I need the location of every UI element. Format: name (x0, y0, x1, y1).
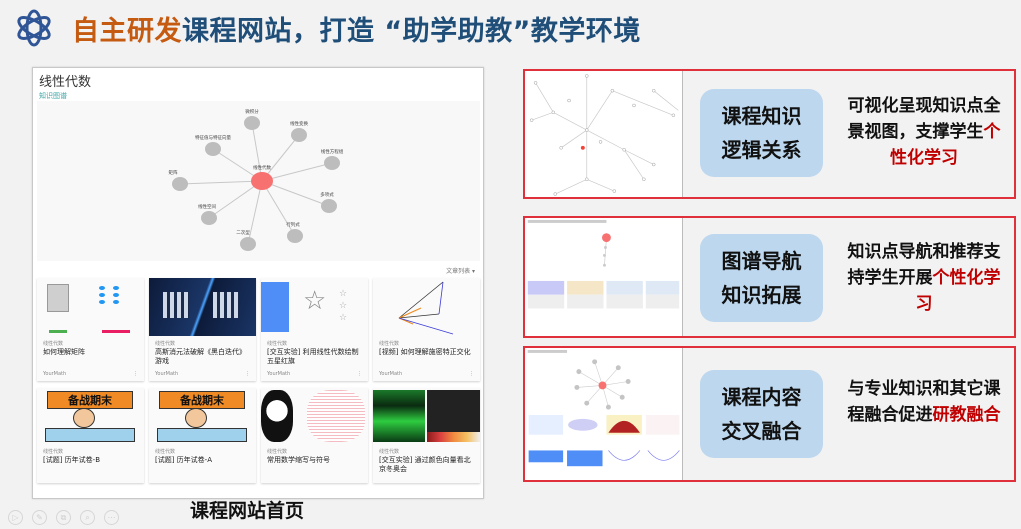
highlight-text: 个性化学习 (915, 268, 1001, 314)
card-title[interactable]: [交互实验] 利用线性代数绘制五星红旗 (267, 348, 359, 365)
svg-text:线性方程组: 线性方程组 (321, 148, 344, 155)
svg-text:微积分: 微积分 (245, 108, 259, 115)
star-thumbnail: ☆ ☆☆☆ (261, 278, 368, 336)
card-title[interactable]: 高斯消元法破解《黑白迭代》游戏 (155, 348, 246, 365)
article-card[interactable]: 线性代数 高斯消元法破解《黑白迭代》游戏 YourMath⋮ (149, 278, 256, 381)
full-knowledge-graph-screenshot (525, 71, 683, 197)
course-title: 线性代数 (39, 75, 92, 90)
title-main: 课程网站，打造 “助学助教”教学环境 (182, 15, 641, 47)
exam-thumbnail: 备战期末 (37, 388, 144, 444)
feature-description: 可视化呈现知识点全景视图，支撑学生个性化学习 (847, 96, 1001, 168)
list-view-toggle[interactable]: 文章列表 ▾ (446, 268, 475, 275)
feature-tag: 课程内容 交叉融合 (700, 370, 823, 458)
cross-course-screenshot (525, 348, 683, 480)
feature-description: 与专业知识和其它课程融合促进研教融合 (847, 379, 1001, 425)
svg-text:线性变换: 线性变换 (290, 120, 308, 127)
feature-tag: 图谱导航 知识拓展 (700, 234, 823, 322)
card-menu-icon[interactable]: ⋮ (245, 371, 250, 377)
color-vector-thumbnail (373, 388, 480, 444)
card-title[interactable]: [视频] 如何理解施密特正交化 (379, 348, 471, 356)
article-card[interactable]: 备战期末 线性代数 [试题] 历年试卷-B (37, 388, 144, 483)
svg-text:多项式: 多项式 (320, 191, 334, 198)
pen-icon[interactable]: ✎ (32, 510, 47, 525)
exam-thumbnail: 备战期末 (149, 388, 256, 444)
highlight-text: 个性化学习 (890, 122, 1001, 168)
course-website-screenshot: 线性代数 知识图谱 (32, 67, 484, 499)
card-menu-icon[interactable]: ⋮ (133, 371, 138, 377)
article-card[interactable]: 线性代数 [交互实验] 通过颜色向量看北京冬奥会 (373, 388, 480, 483)
svg-text:特征值与特征向量: 特征值与特征向量 (195, 134, 231, 141)
card-title[interactable]: 如何理解矩阵 (43, 348, 85, 356)
svg-text:二次型: 二次型 (236, 229, 250, 236)
feature-panel-knowledge-logic: 课程知识 逻辑关系 可视化呈现知识点全景视图，支撑学生个性化学习 (523, 69, 1016, 199)
svg-text:矩阵: 矩阵 (169, 169, 178, 176)
article-card[interactable]: 备战期末 线性代数 [试题] 历年试卷-A (149, 388, 256, 483)
feature-tag: 课程知识 逻辑关系 (700, 89, 823, 177)
article-card[interactable]: 线性代数 [视频] 如何理解施密特正交化 YourMath⋮ (373, 278, 480, 381)
more-icon[interactable]: ⋯ (104, 510, 119, 525)
play-icon[interactable]: ▷ (8, 510, 23, 525)
cat-pixel-thumbnail (261, 388, 368, 444)
highlight-text: 研教融合 (932, 405, 1001, 425)
feature-panel-cross-integration: 课程内容 交叉融合 与专业知识和其它课程融合促进研教融合 (523, 346, 1016, 482)
title-accent: 自主研发 (72, 15, 182, 47)
knowledge-graph-canvas[interactable]: 微积分 线性变换 特征值与特征向量 线性方程组 矩阵 线性代数 多项式 线性空间… (37, 101, 480, 261)
copy-icon[interactable]: ⧉ (56, 510, 71, 525)
slide-title: 自主研发课程网站，打造 “助学助教”教学环境 (14, 6, 641, 50)
slide-heading: 自主研发课程网站，打造 “助学助教”教学环境 (72, 9, 641, 48)
game-thumbnail (149, 278, 256, 336)
svg-text:线性代数: 线性代数 (253, 164, 271, 171)
card-title[interactable]: 常用数学缩写与符号 (267, 456, 330, 464)
card-menu-icon[interactable]: ⋮ (357, 371, 362, 377)
card-title[interactable]: [试题] 历年试卷-A (155, 456, 213, 464)
vector-thumbnail (373, 278, 480, 336)
article-card[interactable]: 线性代数 如何理解矩阵 YourMath⋮ (37, 278, 144, 381)
article-card-grid: 线性代数 如何理解矩阵 YourMath⋮ 线性代数 高斯消元法破解《黑白迭代》… (37, 278, 480, 490)
graph-navigation-screenshot (525, 218, 683, 336)
article-card[interactable]: ☆ ☆☆☆ 线性代数 [交互实验] 利用线性代数绘制五星红旗 YourMath⋮ (261, 278, 368, 381)
atom-orbit-icon (17, 9, 51, 47)
card-title[interactable]: [交互实验] 通过颜色向量看北京冬奥会 (379, 456, 471, 473)
zoom-icon[interactable]: ⌕ (80, 510, 95, 525)
card-title[interactable]: [试题] 历年试卷-B (43, 456, 101, 464)
feature-description: 知识点导航和推荐支持学生开展个性化学习 (847, 242, 1001, 314)
feature-panel-graph-navigation: 图谱导航 知识拓展 知识点导航和推荐支持学生开展个性化学习 (523, 216, 1016, 338)
svg-text:线性空间: 线性空间 (198, 203, 216, 210)
presentation-toolbar: ▷ ✎ ⧉ ⌕ ⋯ (8, 510, 119, 525)
knowledge-graph[interactable]: 微积分 线性变换 特征值与特征向量 线性方程组 矩阵 线性代数 多项式 线性空间… (37, 101, 480, 261)
matrix-thumbnail (37, 278, 144, 336)
svg-text:行列式: 行列式 (286, 221, 300, 228)
card-menu-icon[interactable]: ⋮ (469, 371, 474, 377)
knowledge-graph-link[interactable]: 知识图谱 (39, 92, 67, 100)
website-caption: 课程网站首页 (190, 500, 305, 522)
article-card[interactable]: 线性代数 常用数学缩写与符号 (261, 388, 368, 483)
